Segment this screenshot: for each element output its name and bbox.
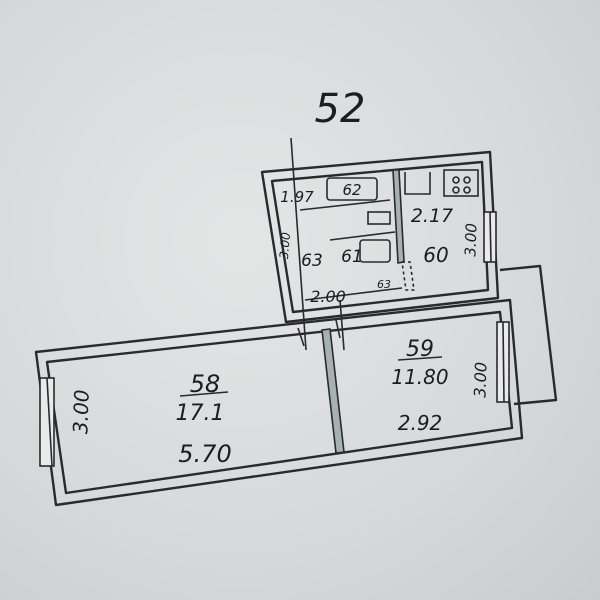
bathroom-id: 62 (342, 181, 361, 199)
bathroom-width: 1.97 (280, 188, 314, 206)
hall-divider (304, 287, 403, 301)
window-left-line (46, 377, 53, 467)
partition-wall (321, 328, 345, 454)
stove-burner-icon (452, 176, 460, 184)
bath-kitchen-wall (392, 169, 405, 264)
room-right-fraction-line (397, 356, 443, 361)
bathroom-label-b: 61 (341, 247, 363, 267)
kitchen-area: 60 (423, 243, 448, 267)
toilet-icon (367, 211, 391, 225)
kitchen-height: 3.00 (461, 223, 480, 257)
plan-number: 52 (315, 86, 366, 132)
room-right-area: 11.80 (391, 365, 448, 389)
dimension-line-2 (339, 299, 345, 351)
room-right-height: 3.00 (470, 362, 490, 398)
bath-partition-2 (329, 231, 396, 241)
stove-burner-icon (452, 186, 460, 194)
room-left-width: 5.70 (178, 440, 231, 468)
balcony (499, 264, 558, 406)
kitchen-sink-icon (404, 172, 431, 195)
bathroom-label-a: 63 (301, 251, 323, 271)
stove-burner-icon (463, 176, 471, 184)
stove-icon (443, 169, 479, 197)
bathtub-icon (326, 177, 378, 201)
door-tick (335, 319, 341, 339)
bath-partition (299, 199, 391, 211)
sink-icon (359, 239, 391, 263)
window-kitchen-line (489, 211, 492, 263)
inner-wall-upper (270, 160, 490, 314)
stove-burner-icon (463, 186, 471, 194)
vent-shaft (401, 261, 415, 291)
window-right-line (502, 321, 505, 403)
bathroom-height: 3.00 (277, 231, 293, 259)
dimension-line (290, 137, 307, 351)
outer-wall-living (34, 298, 524, 507)
door-tick (297, 327, 305, 347)
hall-label: 63 (377, 278, 391, 291)
room-left-height: 3.00 (68, 389, 94, 434)
outer-wall-upper (260, 150, 500, 324)
room-left-area: 17.1 (176, 401, 225, 426)
room-left-fraction-line (179, 391, 229, 397)
room-right-width: 2.92 (398, 411, 443, 435)
hall-width: 2.00 (310, 287, 346, 306)
kitchen-id: 2.17 (411, 205, 453, 227)
inner-wall-living (45, 310, 514, 495)
